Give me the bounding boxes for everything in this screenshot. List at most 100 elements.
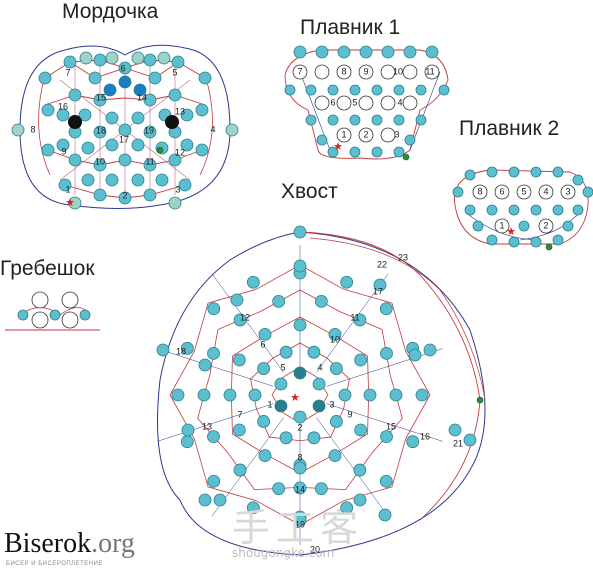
bead [406,435,420,449]
bead [293,366,307,380]
bead [316,134,328,146]
bead [118,123,132,137]
bead [105,173,119,187]
bead [195,103,209,117]
bead [572,204,584,216]
watermark-url: shougongke.com [232,546,335,560]
start-star-icon: ★ [65,196,75,209]
thread-line [211,273,284,373]
open-bead [380,95,396,111]
bead [327,114,339,126]
bead [327,146,339,158]
bead [508,166,520,178]
bead [330,415,343,428]
bead [393,146,405,158]
bead [198,493,212,507]
step-number: 2 [543,220,548,230]
open-bead [538,184,554,200]
bead [143,158,157,172]
bead [79,309,91,321]
bead [171,55,185,69]
bead [103,83,117,97]
logo-tagline: БИСЕР И БИСЕРОПЛЕТЕНИЕ [6,561,103,567]
bead [340,501,354,515]
bead [349,146,361,158]
bead [180,108,194,122]
bead [330,362,343,375]
bead [328,327,342,341]
bead [486,234,498,246]
bead [354,423,368,437]
thread-line [316,417,389,517]
bead [349,84,361,96]
open-bead [61,311,79,329]
bead [246,275,260,289]
step-number: 19 [295,519,305,529]
bead [155,173,169,187]
step-number: 7 [237,409,242,419]
bead [371,146,383,158]
fin2-title: Плавник 2 [459,117,560,140]
step-number: 3 [329,399,334,409]
step-number: 16 [420,431,430,441]
step-number: 17 [119,134,129,144]
step-number: 8 [477,186,482,196]
bead [408,348,422,362]
step-number: 1 [499,220,504,230]
bead [463,433,477,447]
step-number: 15 [96,92,106,102]
step-number: 2 [297,422,302,432]
thread-line [157,348,274,387]
bead [338,388,352,402]
site-logo[interactable]: Biserok.org [4,528,135,560]
bead [143,188,157,202]
step-number: 22 [377,259,387,269]
bead [246,501,260,515]
end-marker-icon [156,146,164,154]
thread-path [157,231,486,556]
bead [81,173,95,187]
thread-line [157,403,274,442]
bead [518,220,530,232]
bead [373,278,387,292]
watermark-chars: 手工客 [232,506,365,550]
step-number: 20 [310,544,320,554]
bead [312,399,326,413]
thread-path [454,169,589,245]
logo-suffix: .org [91,528,135,559]
bead [279,345,293,359]
bead [223,388,237,402]
bead [93,158,107,172]
face-title: Мордочка [62,0,159,23]
bead [552,166,564,178]
bead [131,138,145,152]
step-number: 21 [453,438,463,448]
bead [340,275,354,289]
bead [312,377,326,391]
step-number: 8 [341,66,346,76]
step-number: 18 [176,346,186,356]
tail-title: Хвост [281,180,338,203]
bead [63,55,77,69]
bead [293,318,307,332]
bead [328,449,342,463]
step-number: 2 [363,129,368,139]
bead [257,362,270,375]
step-number: 1 [341,129,346,139]
bead [464,204,476,216]
bead [293,461,307,475]
thread-line [326,403,443,442]
bead [530,204,542,216]
bead [371,84,383,96]
fin1-title: Плавник 1 [300,16,401,39]
bead [105,51,119,65]
bead [93,53,107,67]
bead [389,388,403,402]
step-number: 2 [122,190,127,200]
bead [232,423,246,437]
bead [233,313,247,327]
bead [508,236,520,248]
open-bead [336,95,352,111]
thread-line [326,348,443,387]
open-bead [314,64,330,80]
